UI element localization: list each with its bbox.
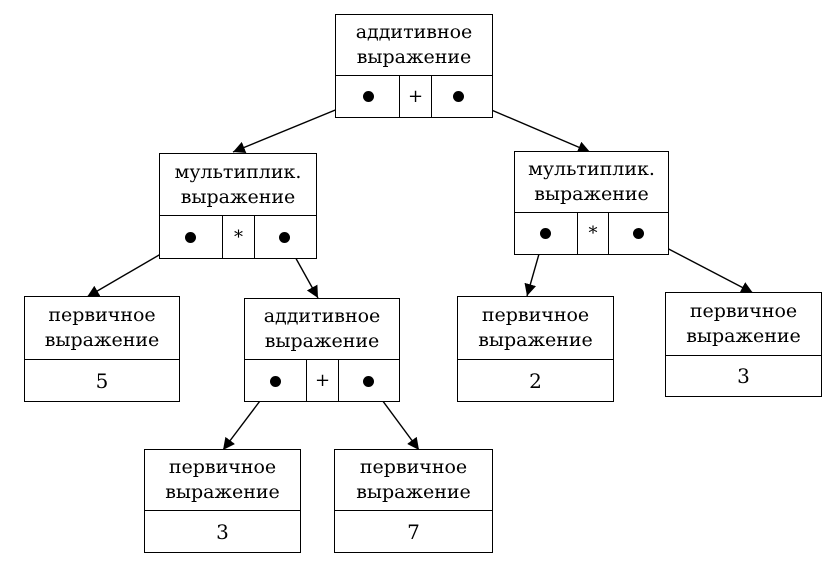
node-value: 5 [95, 368, 109, 393]
node-primary-5: первичное выражение 5 [24, 296, 180, 402]
node-label-line1: первичное [359, 456, 468, 478]
operator-symbol: + [407, 86, 424, 107]
node-label-line2: выражение [356, 481, 471, 503]
operator-symbol: + [314, 370, 331, 391]
node-label-line2: выражение [478, 329, 593, 351]
node-primary-2: первичное выражение 2 [457, 296, 614, 402]
node-multiplicative-right: мультиплик. выражение * [514, 151, 669, 255]
node-additive-root: аддитивное выражение + [335, 14, 493, 118]
pointer-dot-left [185, 232, 196, 243]
node-additive-middle: аддитивное выражение + [244, 298, 400, 402]
pointer-dot-right [363, 376, 374, 387]
node-multiplicative-left: мультиплик. выражение * [159, 153, 317, 259]
operator-symbol: * [588, 223, 598, 244]
node-label-line1: первичное [481, 304, 590, 326]
node-label-line1: первичное [48, 304, 156, 326]
node-label-line2: выражение [264, 330, 380, 352]
node-label-line1: первичное [168, 456, 277, 478]
node-value: 3 [737, 364, 750, 388]
node-label-line2: выражение [356, 46, 472, 68]
pointer-dot-left [540, 228, 551, 239]
node-label-line1: мультиплик. [528, 158, 655, 180]
node-label-line2: выражение [165, 481, 280, 503]
node-primary-7: первичное выражение 7 [334, 449, 493, 553]
node-primary-3: первичное выражение 3 [144, 449, 301, 553]
pointer-dot-right [633, 228, 644, 239]
node-value: 2 [529, 368, 542, 393]
node-label-line1: мультиплик. [174, 160, 302, 183]
pointer-dot-right [453, 91, 464, 102]
operator-symbol: * [234, 226, 243, 248]
node-label-line2: выражение [44, 329, 160, 351]
node-value: 3 [216, 519, 229, 544]
pointer-dot-left [270, 376, 281, 387]
node-label-line1: аддитивное [355, 21, 473, 43]
node-label-line2: выражение [180, 185, 296, 208]
node-label-line1: аддитивное [263, 305, 381, 327]
node-label-line2: выражение [686, 325, 801, 347]
pointer-dot-right [279, 232, 290, 243]
node-label-line1: первичное [689, 300, 798, 322]
node-primary-3-right: первичное выражение 3 [665, 292, 822, 397]
node-value: 7 [407, 519, 420, 544]
pointer-dot-left [363, 91, 374, 102]
node-label-line2: выражение [534, 183, 649, 205]
